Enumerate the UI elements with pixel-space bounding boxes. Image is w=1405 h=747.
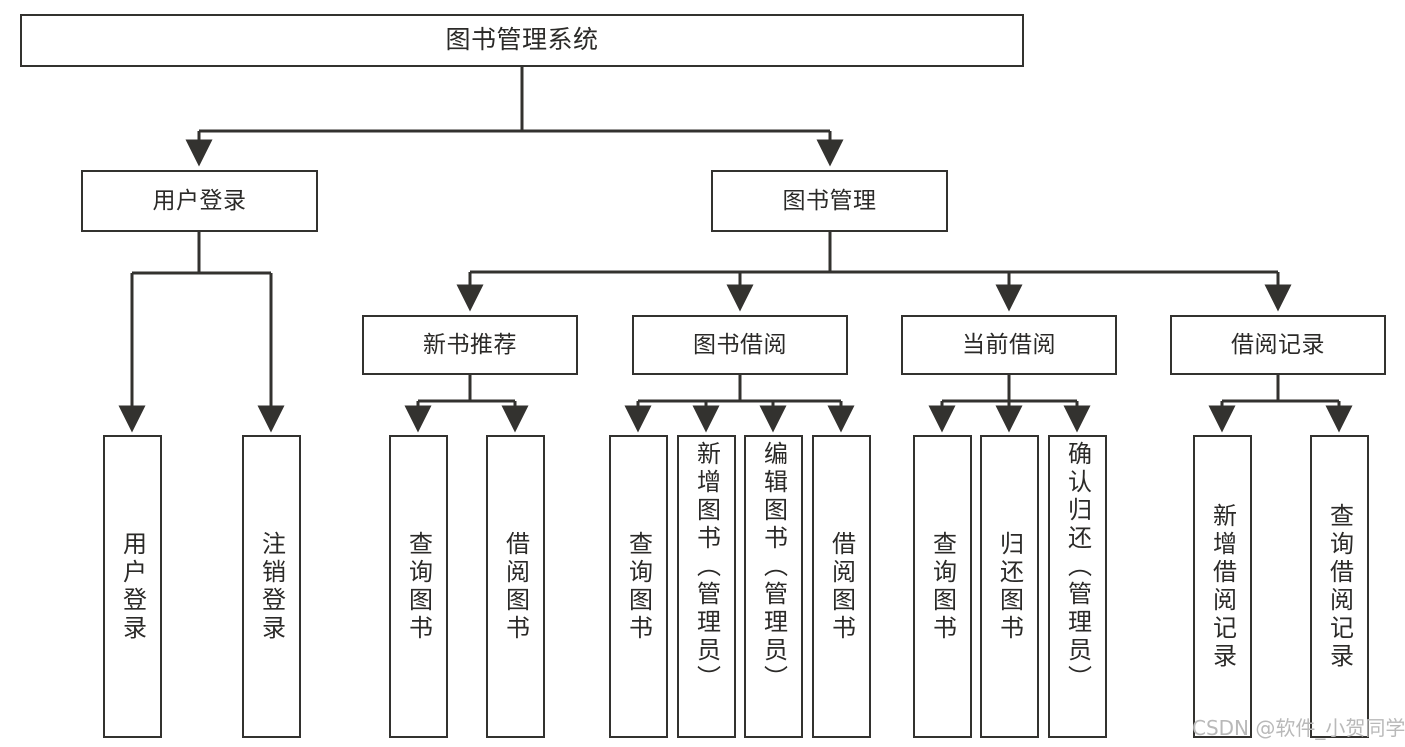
node-leaf-borrow-book-2-label: 借阅图书 [827,530,856,643]
node-leaf-add-record-label: 新增借阅记录 [1208,502,1237,671]
node-leaf-user-logout[interactable]: 注销登录 [242,435,301,738]
node-leaf-borrow-book-2[interactable]: 借阅图书 [812,435,871,738]
node-current-borrow[interactable]: 当前借阅 [901,315,1117,375]
node-leaf-query-book-1-label: 查询图书 [404,530,433,643]
node-leaf-query-book-2-label: 查询图书 [624,530,653,643]
node-current-borrow-label: 当前借阅 [962,331,1056,358]
node-leaf-confirm-return[interactable]: 确认归还（管理员） [1048,435,1107,738]
node-root-label: 图书管理系统 [445,25,599,55]
node-leaf-query-record-label: 查询借阅记录 [1325,502,1354,671]
node-leaf-confirm-return-label: 确认归还（管理员） [1063,441,1092,693]
node-book-manage[interactable]: 图书管理 [711,170,948,232]
node-user-login[interactable]: 用户登录 [81,170,318,232]
node-new-book-rec[interactable]: 新书推荐 [362,315,578,375]
node-leaf-user-login-label: 用户登录 [118,530,147,643]
node-leaf-borrow-book-1-label: 借阅图书 [501,530,530,643]
node-new-book-rec-label: 新书推荐 [423,331,517,358]
node-user-login-label: 用户登录 [152,187,247,214]
node-leaf-query-record[interactable]: 查询借阅记录 [1310,435,1369,738]
node-leaf-query-book-3-label: 查询图书 [928,530,957,643]
csdn-watermark: CSDN @软件_小贺同学 [1192,716,1405,740]
node-leaf-borrow-book-1[interactable]: 借阅图书 [486,435,545,738]
node-leaf-edit-book-label: 编辑图书（管理员） [759,441,788,693]
node-leaf-return-book-label: 归还图书 [995,530,1024,643]
node-leaf-query-book-1[interactable]: 查询图书 [389,435,448,738]
node-borrow-record[interactable]: 借阅记录 [1170,315,1386,375]
node-root[interactable]: 图书管理系统 [20,14,1024,67]
node-leaf-add-book[interactable]: 新增图书（管理员） [677,435,736,738]
node-leaf-user-login[interactable]: 用户登录 [103,435,162,738]
node-leaf-add-book-label: 新增图书（管理员） [692,441,721,693]
node-leaf-user-logout-label: 注销登录 [257,530,286,643]
node-borrow-record-label: 借阅记录 [1231,331,1325,358]
node-book-manage-label: 图书管理 [782,187,877,214]
node-leaf-add-record[interactable]: 新增借阅记录 [1193,435,1252,738]
node-leaf-query-book-3[interactable]: 查询图书 [913,435,972,738]
node-book-borrow-label: 图书借阅 [693,331,787,358]
node-book-borrow[interactable]: 图书借阅 [632,315,848,375]
node-leaf-return-book[interactable]: 归还图书 [980,435,1039,738]
node-leaf-edit-book[interactable]: 编辑图书（管理员） [744,435,803,738]
node-leaf-query-book-2[interactable]: 查询图书 [609,435,668,738]
